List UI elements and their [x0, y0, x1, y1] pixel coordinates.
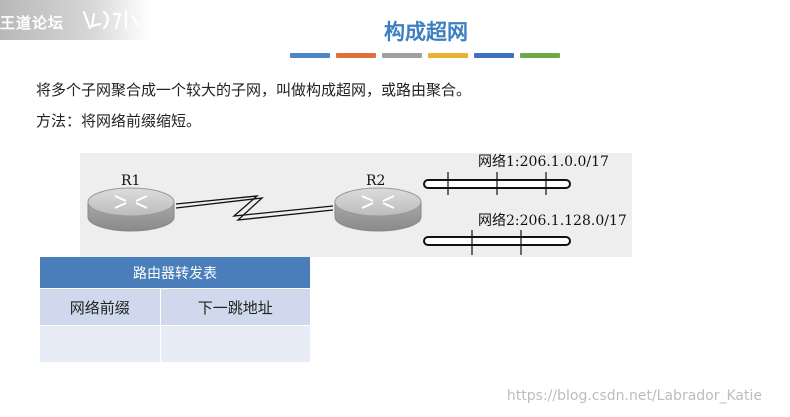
method-text: 方法：将网络前缀缩短。: [36, 112, 202, 130]
column-header-prefix: 网络前缀: [40, 288, 161, 326]
routing-table: 路由器转发表 网络前缀 下一跳地址: [40, 257, 310, 362]
router-r2-icon: [334, 187, 422, 232]
network2-label: 网络2:206.1.128.0/17: [478, 213, 627, 229]
table-cell-prefix: [40, 325, 161, 362]
slide-title: 构成超网: [384, 20, 468, 44]
forum-logo: 王道论坛: [0, 0, 150, 40]
network2-bus: [423, 236, 571, 246]
serial-link-icon: [175, 197, 334, 221]
title-bar-gray: [382, 53, 422, 58]
title-bar-green: [520, 53, 560, 58]
column-header-next-hop: 下一跳地址: [160, 288, 310, 326]
router-r1-label: R1: [121, 173, 140, 189]
table-row: [40, 325, 310, 362]
network1-label: 网络1:206.1.0.0/17: [478, 154, 609, 170]
title-bar-blue: [290, 53, 330, 58]
logo-text: 王道论坛: [0, 14, 65, 32]
router-r2-label: R2: [366, 173, 385, 189]
watermark-text: https://blog.csdn.net/Labrador_Katie: [506, 388, 762, 404]
routing-table-title: 路由器转发表: [40, 257, 310, 289]
calligraphy-logo-icon: [82, 10, 140, 30]
router-r1-icon: [87, 187, 175, 232]
title-bar-yellow: [428, 53, 468, 58]
title-bar-orange: [336, 53, 376, 58]
table-cell-next-hop: [160, 325, 310, 362]
title-bar-darkblue: [474, 53, 514, 58]
definition-text: 将多个子网聚合成一个较大的子网，叫做构成超网，或路由聚合。: [36, 81, 472, 99]
